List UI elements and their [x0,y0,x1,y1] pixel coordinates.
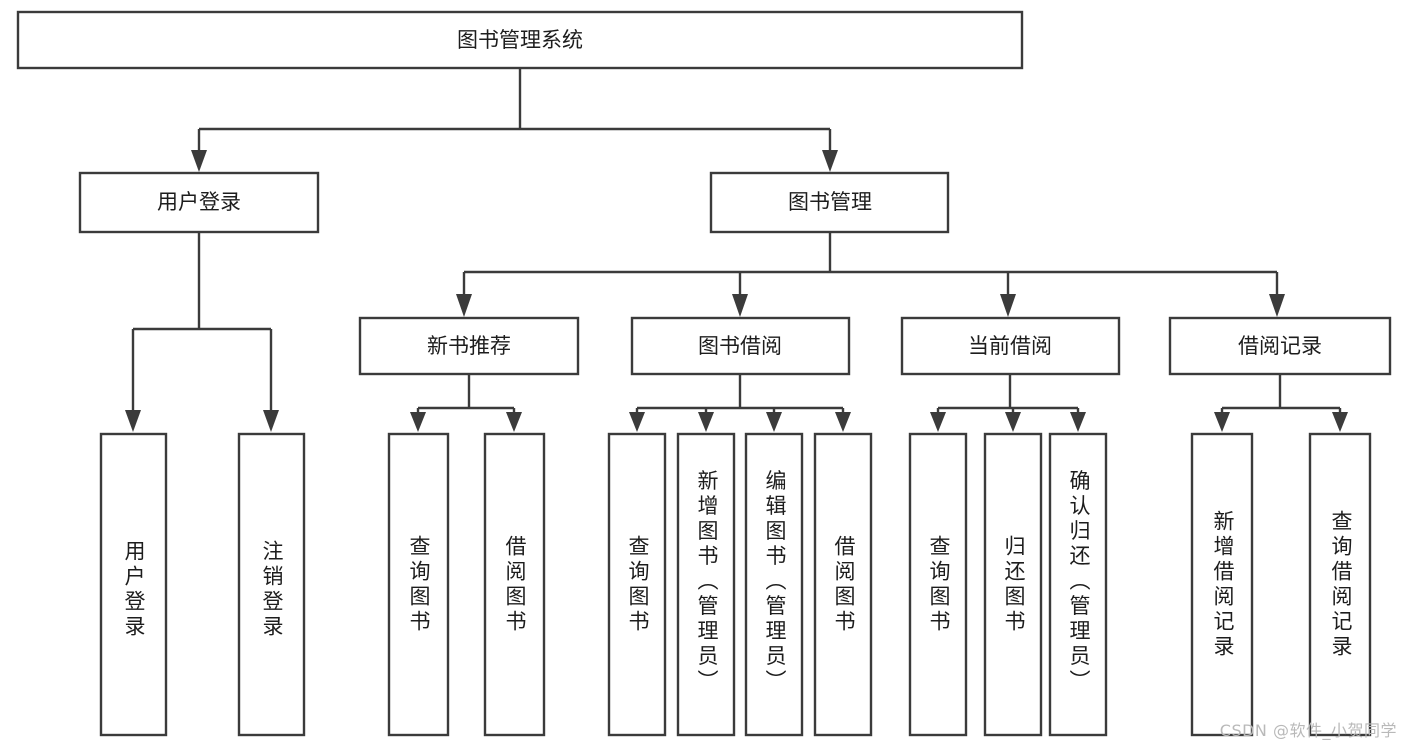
node-leaf-edit-book-box [744,432,804,737]
connector-group-book-manage-to-level2 [456,232,1285,317]
arrow-head-leaf-add-borrow-record [1214,412,1230,432]
node-leaf-borrow-book-label: 借阅图书 [832,535,856,635]
arrow-head-leaf-confirm-return [1070,412,1086,432]
connector-group-borrow-record-to-leaves [1214,374,1348,432]
node-leaf-query-book-recommend[interactable]: 查询图书 [387,432,450,737]
arrow-head-leaf-borrow-book [835,412,851,432]
arrow-head-current-borrow [1000,294,1016,317]
arrow-head-leaf-query-book-current [930,412,946,432]
node-leaf-confirm-return-box [1048,432,1108,737]
node-leaf-confirm-return-label: 确认归还（管理员） [1067,470,1091,695]
node-leaf-edit-book[interactable]: 编辑图书（管理员） [744,432,804,737]
arrow-head-leaf-query-borrow-record [1332,412,1348,432]
connector-group-current-borrow-to-leaves [930,374,1086,432]
node-leaf-return-book[interactable]: 归还图书 [983,432,1043,737]
node-book-borrow-box [630,316,851,376]
node-leaf-query-borrow-record-label: 查询借阅记录 [1329,510,1353,660]
node-leaf-logout[interactable]: 注销登录 [237,432,306,737]
node-leaf-user-login-box [99,432,168,737]
node-borrow-record-box [1168,316,1392,376]
arrow-head-leaf-edit-book [766,412,782,432]
arrow-head-borrow-record [1269,294,1285,317]
arrow-head-book-borrow [732,294,748,317]
node-user-login[interactable]: 用户登录 [78,171,320,234]
node-leaf-user-login[interactable]: 用户登录 [99,432,168,737]
arrow-head-leaf-return-book [1005,412,1021,432]
arrow-head-leaf-query-book-recommend [410,412,426,432]
node-leaf-query-borrow-record-box [1308,432,1372,737]
node-root-system-label: 图书管理系统 [457,28,583,52]
node-leaf-query-book-recommend-label: 查询图书 [407,535,431,635]
node-book-borrow-label: 图书借阅 [698,334,782,358]
node-leaf-add-borrow-record-box [1190,432,1254,737]
node-leaf-borrow-book-recommend-label: 借阅图书 [503,535,527,635]
node-leaf-add-book[interactable]: 新增图书（管理员） [676,432,736,737]
node-current-borrow-box [900,316,1121,376]
node-leaf-edit-book-label: 编辑图书（管理员） [763,470,787,695]
node-book-manage[interactable]: 图书管理 [709,171,950,234]
node-leaf-query-book-label: 查询图书 [626,535,650,635]
arrow-head-leaf-logout [263,410,279,432]
node-leaf-query-book[interactable]: 查询图书 [607,432,667,737]
node-leaf-borrow-book-box [813,432,873,737]
node-leaf-query-book-box [607,432,667,737]
arrow-head-leaf-borrow-book-recommend [506,412,522,432]
node-user-login-box [78,171,320,234]
node-leaf-add-borrow-record-label: 新增借阅记录 [1211,510,1235,660]
connector-group-book-borrow-to-leaves [629,374,851,432]
node-leaf-query-book-recommend-box [387,432,450,737]
connector-group-user-login-to-leaves [125,232,279,432]
node-leaf-add-borrow-record[interactable]: 新增借阅记录 [1190,432,1254,737]
node-current-borrow[interactable]: 当前借阅 [900,316,1121,376]
node-leaf-borrow-book-recommend-box [483,432,546,737]
node-current-borrow-label: 当前借阅 [968,334,1052,358]
node-leaf-user-login-label: 用户登录 [122,540,146,640]
node-leaf-query-book-current-box [908,432,968,737]
node-leaf-logout-box [237,432,306,737]
node-borrow-record-label: 借阅记录 [1238,334,1322,358]
node-new-book-recommend-box [358,316,580,376]
node-book-manage-label: 图书管理 [788,190,872,214]
node-root-system-box [16,10,1024,70]
node-leaf-return-book-label: 归还图书 [1002,535,1026,635]
arrow-head-leaf-query-book [629,412,645,432]
connector-group-new-book-recommend-to-leaves [410,374,522,432]
node-new-book-recommend-label: 新书推荐 [427,334,511,358]
node-leaf-query-book-current[interactable]: 查询图书 [908,432,968,737]
arrow-head-leaf-add-book [698,412,714,432]
connector-group-root-to-level1 [191,68,838,172]
node-leaf-confirm-return[interactable]: 确认归还（管理员） [1048,432,1108,737]
node-user-login-label: 用户登录 [157,190,241,214]
node-leaf-query-borrow-record[interactable]: 查询借阅记录 [1308,432,1372,737]
arrow-head-book-manage [822,150,838,172]
node-leaf-add-book-label: 新增图书（管理员） [695,470,719,695]
node-borrow-record[interactable]: 借阅记录 [1168,316,1392,376]
node-leaf-return-book-box [983,432,1043,737]
arrow-head-leaf-user-login [125,410,141,432]
node-book-manage-box [709,171,950,234]
node-new-book-recommend[interactable]: 新书推荐 [358,316,580,376]
node-leaf-query-book-current-label: 查询图书 [927,535,951,635]
node-leaf-borrow-book-recommend[interactable]: 借阅图书 [483,432,546,737]
node-root-system[interactable]: 图书管理系统 [16,10,1024,70]
arrow-head-user-login [191,150,207,172]
node-book-borrow[interactable]: 图书借阅 [630,316,851,376]
arrow-head-new-book-recommend [456,294,472,317]
node-leaf-add-book-box [676,432,736,737]
node-leaf-borrow-book[interactable]: 借阅图书 [813,432,873,737]
node-leaf-logout-label: 注销登录 [260,540,284,640]
